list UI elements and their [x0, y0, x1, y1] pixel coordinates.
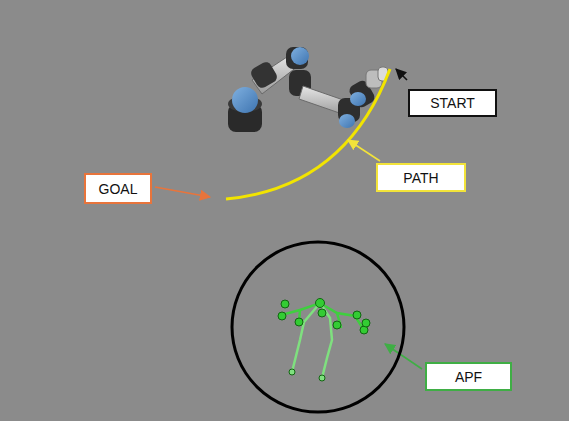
leader-arrow — [155, 187, 210, 197]
skeleton-joint — [278, 312, 286, 320]
label-box: APF — [425, 362, 512, 391]
robot-joint — [232, 87, 258, 113]
planned-path — [226, 69, 390, 199]
leader-arrow — [348, 140, 380, 161]
box-label: GOAL — [99, 181, 138, 197]
skeleton-limb — [285, 303, 364, 330]
skeleton-joint — [289, 369, 295, 375]
label-box: PATH — [376, 163, 466, 192]
box-label: START — [430, 95, 475, 111]
apf-region — [232, 242, 404, 412]
robot-joint — [249, 60, 279, 90]
skeleton-joint — [319, 375, 325, 381]
robot-joint — [350, 92, 366, 106]
leader-arrow — [396, 69, 407, 80]
label-box: START — [408, 89, 497, 117]
skeleton-joint — [362, 319, 370, 327]
skeleton-joint — [318, 309, 326, 317]
skeleton-joints — [278, 299, 370, 382]
box-label: APF — [455, 369, 482, 385]
robot-joint — [286, 47, 308, 69]
skeleton-joint — [353, 311, 361, 319]
leader-arrow — [385, 344, 422, 369]
skeleton-joint — [316, 299, 325, 308]
skeleton-joint — [281, 300, 289, 308]
robot-joint — [291, 47, 309, 65]
human-skeleton — [285, 303, 364, 378]
label-box: GOAL — [84, 173, 152, 204]
robot-joint — [339, 114, 355, 128]
box-label: PATH — [403, 170, 438, 186]
skeleton-limb — [292, 303, 320, 372]
skeleton-joint — [333, 321, 341, 329]
skeleton-joint — [295, 318, 303, 326]
